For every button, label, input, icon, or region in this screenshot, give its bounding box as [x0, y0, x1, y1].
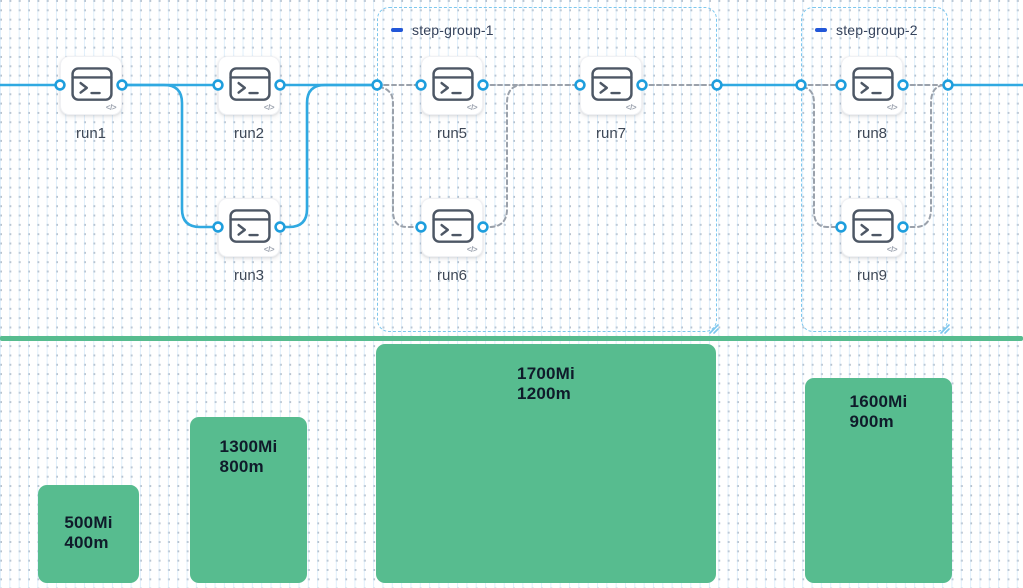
- node-run3[interactable]: </>: [218, 198, 280, 257]
- terminal-icon: [71, 67, 113, 101]
- node-label-run1: run1: [75, 125, 107, 142]
- node-label-run6: run6: [436, 267, 468, 284]
- code-icon: </>: [263, 103, 275, 112]
- cpu-value: 900m: [849, 411, 894, 431]
- edge-run1-run3[interactable]: [120, 83, 220, 229]
- memory-value: 1600Mi: [849, 392, 908, 411]
- resource-divider: [0, 336, 1023, 341]
- resize-handle-icon[interactable]: [939, 323, 951, 335]
- node-run6[interactable]: </>: [421, 198, 483, 257]
- terminal-icon: [432, 67, 474, 101]
- terminal-icon: [591, 67, 633, 101]
- step-group-1-header: step-group-1: [391, 22, 494, 38]
- node-label-run3: run3: [233, 267, 265, 284]
- node-label-run8: run8: [856, 125, 888, 142]
- step-group-2-container[interactable]: step-group-2: [801, 7, 951, 335]
- code-icon: </>: [886, 103, 898, 112]
- terminal-icon: [852, 209, 894, 243]
- node-run8[interactable]: </>: [841, 56, 903, 115]
- code-icon: </>: [466, 245, 478, 254]
- dash-icon: [815, 28, 827, 32]
- step-group-2-header: step-group-2: [815, 22, 918, 38]
- resource-bar-step-group-1: 1700Mi 1200m: [376, 344, 716, 583]
- resize-handle-icon[interactable]: [708, 323, 720, 335]
- node-label-run5: run5: [436, 125, 468, 142]
- node-run2[interactable]: </>: [218, 56, 280, 115]
- resource-bar-run2-run3: 1300Mi 800m: [190, 417, 307, 583]
- step-group-2-title: step-group-2: [836, 22, 918, 38]
- code-icon: </>: [886, 245, 898, 254]
- node-label-run7: run7: [595, 125, 627, 142]
- terminal-icon: [852, 67, 894, 101]
- node-label-run9: run9: [856, 267, 888, 284]
- step-group-1-title: step-group-1: [412, 22, 494, 38]
- terminal-icon: [229, 209, 271, 243]
- cpu-value: 1200m: [517, 383, 571, 403]
- node-run1[interactable]: </>: [60, 56, 122, 115]
- code-icon: </>: [625, 103, 637, 112]
- code-icon: </>: [105, 103, 117, 112]
- node-label-run2: run2: [233, 125, 265, 142]
- resource-bar-step-group-2: 1600Mi 900m: [805, 378, 952, 583]
- cpu-value: 400m: [64, 532, 109, 552]
- memory-value: 500Mi: [64, 513, 113, 532]
- code-icon: </>: [466, 103, 478, 112]
- node-run5[interactable]: </>: [421, 56, 483, 115]
- code-icon: </>: [263, 245, 275, 254]
- node-run7[interactable]: </>: [580, 56, 642, 115]
- terminal-icon: [229, 67, 271, 101]
- memory-value: 1300Mi: [219, 437, 278, 456]
- resource-bar-run1: 500Mi 400m: [38, 485, 139, 583]
- memory-value: 1700Mi: [517, 364, 575, 383]
- terminal-icon: [432, 209, 474, 243]
- cpu-value: 800m: [219, 456, 264, 476]
- dash-icon: [391, 28, 403, 32]
- node-run9[interactable]: </>: [841, 198, 903, 257]
- edge-run3-group1[interactable]: [278, 83, 379, 229]
